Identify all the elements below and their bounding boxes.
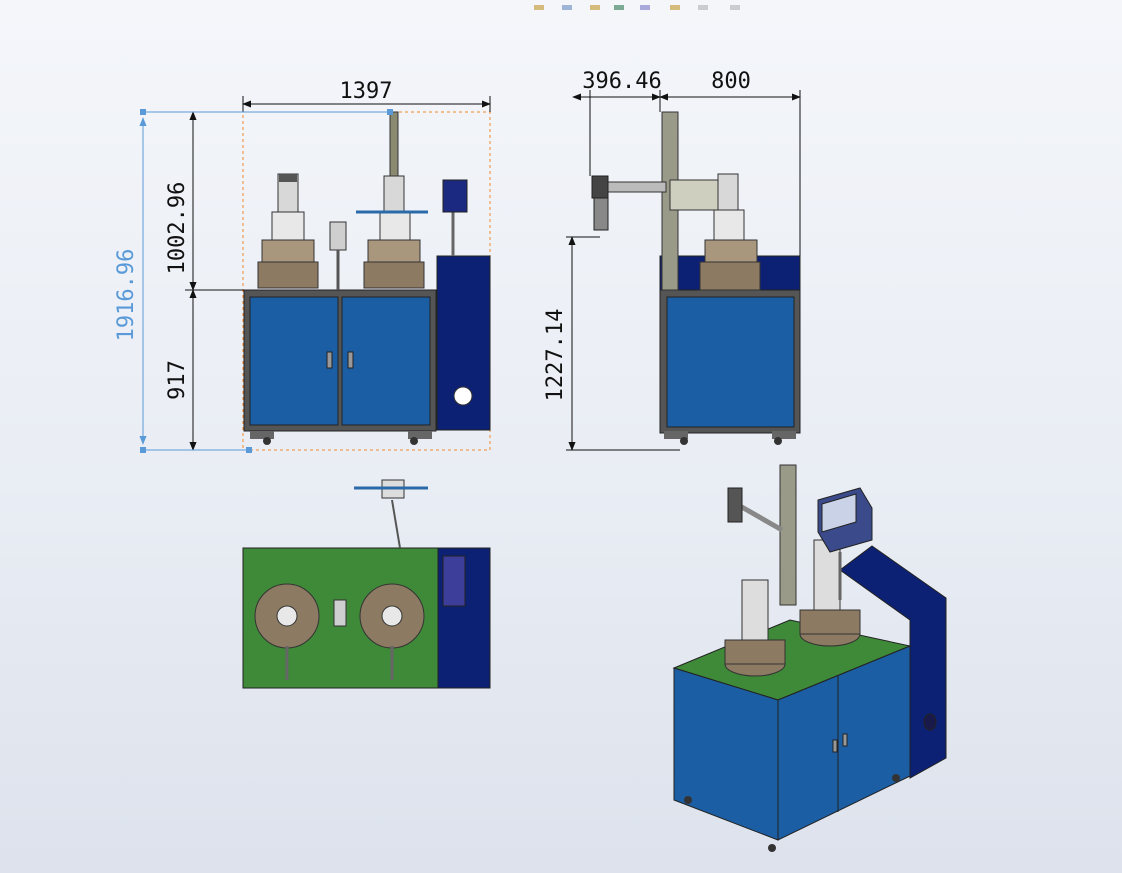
selection-handle[interactable] (140, 447, 146, 453)
dim-side-depth[interactable]: 800 (711, 69, 751, 94)
selection-handle[interactable] (387, 109, 393, 115)
side-view[interactable]: 396.46 800 1227.14 (543, 69, 801, 451)
iso-reactor-left (724, 639, 786, 665)
cabinet-port (453, 386, 473, 406)
top-view[interactable] (242, 479, 491, 689)
iso-column (779, 464, 797, 606)
door-handle (326, 351, 333, 369)
toolbar-icons-strip[interactable] (530, 0, 790, 10)
isometric-view[interactable] (672, 464, 947, 852)
reactor-right (356, 111, 428, 289)
dim-side-offset[interactable]: 396.46 (582, 69, 661, 94)
control-box (442, 179, 468, 213)
center-pump (329, 221, 347, 290)
lifting-column (389, 111, 399, 177)
dim-side-arm-height[interactable]: 1227.14 (543, 309, 568, 402)
dim-front-lower-height[interactable]: 917 (165, 360, 190, 400)
reactor-left (257, 173, 319, 289)
dim-front-width[interactable]: 1397 (340, 79, 393, 104)
cabinet-door-right (341, 296, 431, 426)
side-arm (605, 181, 667, 193)
selection-handle[interactable] (140, 109, 146, 115)
side-reactor (699, 261, 761, 291)
front-view[interactable]: 1397 1002.96 917 1916.96 (114, 79, 491, 453)
iso-reactor-right (799, 609, 861, 635)
dim-front-upper-height[interactable]: 1002.96 (165, 182, 190, 275)
selection-handle[interactable] (246, 447, 252, 453)
cabinet-door-left (249, 296, 339, 426)
dim-front-total-height[interactable]: 1916.96 (114, 249, 139, 342)
door-handle (347, 351, 354, 369)
